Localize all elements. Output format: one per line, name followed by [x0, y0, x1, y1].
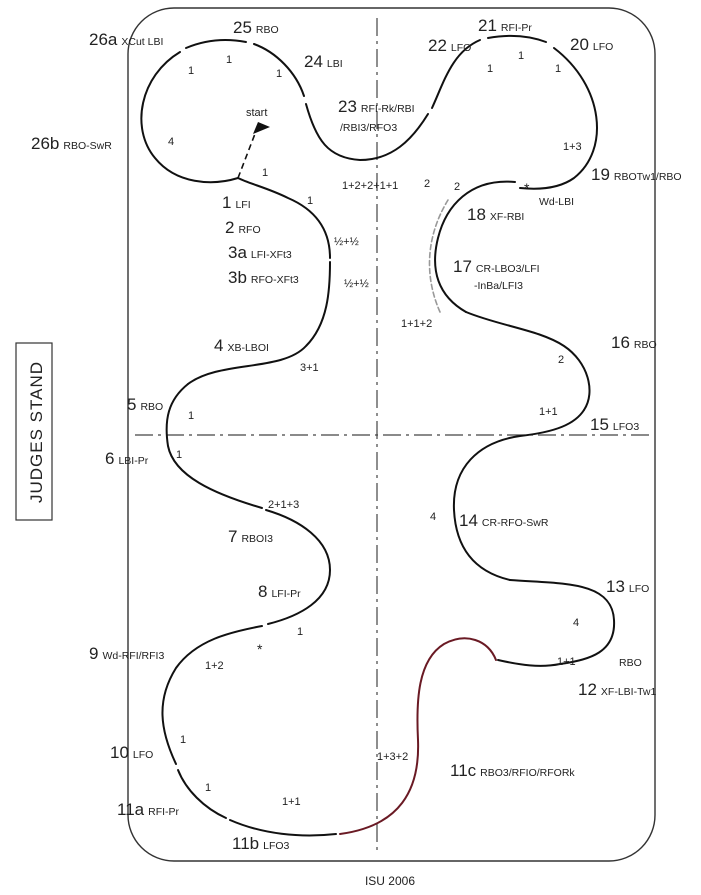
count-24: 1 — [276, 68, 282, 80]
element-17-line2: -InBa/LFI3 — [474, 280, 523, 292]
lobe-3-1 — [237, 177, 331, 259]
judges-stand-label: JUDGES STAND — [27, 361, 46, 503]
count-20: 1 — [555, 63, 561, 75]
count-3b: ½+½ — [344, 278, 369, 290]
count-18: 2 — [424, 178, 430, 190]
count-26a: 1 — [188, 65, 194, 77]
lobe-25 — [253, 43, 305, 97]
lobe-4 — [187, 261, 331, 385]
count-10: 1 — [180, 734, 186, 746]
count-17: 1+1+2 — [401, 318, 432, 330]
count-11c: 1+3+2 — [377, 751, 408, 763]
count-2: 1 — [307, 195, 313, 207]
count-11a: 1 — [205, 782, 211, 794]
count-15: 1+1 — [539, 406, 558, 418]
lobe-11c — [339, 637, 497, 835]
star-mark-9: * — [257, 641, 263, 657]
count-4: 3+1 — [300, 362, 319, 374]
lobe-20-19 — [519, 47, 598, 190]
count-14: 4 — [430, 511, 436, 523]
count-12: 1+1 — [557, 656, 576, 668]
lobe-26a — [185, 39, 247, 49]
arc-17-shadow — [428, 199, 449, 313]
count-26b: 4 — [168, 136, 174, 148]
start-line — [237, 125, 259, 179]
start-flag-icon — [253, 122, 270, 134]
lobe-23 — [305, 103, 429, 162]
count-3a: ½+½ — [334, 236, 359, 248]
label-rbo-12: RBO — [619, 657, 642, 669]
lobe-15-14 — [452, 409, 585, 581]
count-5: 1 — [188, 410, 194, 422]
count-8: 1 — [297, 626, 303, 638]
lobe-11b — [229, 819, 337, 837]
lobe-13 — [509, 579, 616, 665]
count-11b: 1+1 — [282, 796, 301, 808]
lobe-21 — [487, 34, 547, 43]
lobe-26b — [140, 51, 239, 184]
start-label: start — [246, 107, 267, 119]
lobe-22 — [431, 39, 481, 109]
count-16: 2 — [558, 354, 564, 366]
element-23-line2: /RBI3/RFO3 — [340, 122, 397, 134]
judges-stand-box — [15, 342, 53, 521]
lobe-18-17 — [434, 180, 516, 313]
count-13: 4 — [573, 617, 579, 629]
lobe-11a — [177, 769, 227, 819]
lobe-10-9 — [161, 625, 263, 765]
lobe-8-7 — [265, 509, 332, 625]
rink-outline — [127, 7, 656, 862]
count-6: 1 — [176, 449, 182, 461]
label-wd-lbi: Wd-LBI — [539, 196, 574, 208]
lobe-6-5 — [165, 383, 263, 509]
count-25: 1 — [226, 54, 232, 66]
lobe-12 — [497, 659, 561, 667]
count-1: 1 — [262, 167, 268, 179]
count-23: 1+2+2+1+1 — [342, 180, 398, 192]
pattern-path — [140, 34, 616, 837]
count-21: 1 — [518, 50, 524, 62]
lobe-16 — [465, 311, 591, 411]
count-9: 1+2 — [205, 660, 224, 672]
star-mark-18: * — [524, 180, 530, 196]
count-18b: 2 — [454, 181, 460, 193]
footer-credit: ISU 2006 — [365, 874, 415, 888]
count-7: 2+1+3 — [268, 499, 299, 511]
beat-counts: 1 1 1 4 1 1 ½+½ ½+½ 3+1 1 1 2+1+3 1 1+2 … — [168, 50, 582, 808]
count-19: 1+3 — [563, 141, 582, 153]
count-22: 1 — [487, 63, 493, 75]
